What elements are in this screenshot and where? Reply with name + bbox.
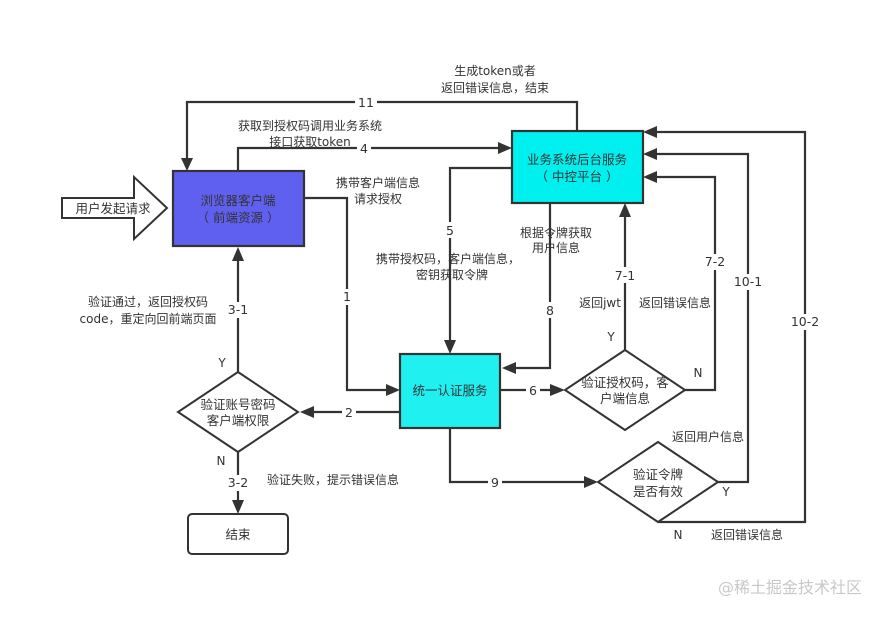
edge-9: 9 xyxy=(448,428,598,490)
edge-1: 1 xyxy=(304,196,400,396)
verify-token-line2: 是否有效 xyxy=(633,484,684,499)
browser-client-node[interactable]: 浏览器客户端 （ 前端资源 ） xyxy=(171,169,306,248)
edge-4-note-line2: 接口获取token xyxy=(269,134,351,149)
edge-3-1-note-line1: 验证通过，返回授权码 xyxy=(88,294,208,309)
verify-code-line1: 验证授权码，客 xyxy=(581,375,669,390)
edge-2-number: 2 xyxy=(345,405,353,420)
edge-11: 11 xyxy=(181,94,579,171)
edge-3-1: 3-1 xyxy=(225,247,251,372)
biz-backend-node[interactable]: 业务系统后台服务 （ 中控平台 ） xyxy=(510,129,645,205)
watermark: @稀土掘金技术社区 xyxy=(718,578,862,597)
verify-code-no-label: N xyxy=(694,366,703,380)
user-request-label: 用户发起请求 xyxy=(75,201,151,216)
edge-10-2-number: 10-2 xyxy=(791,314,819,329)
verify-account-line1: 验证账号密码 xyxy=(200,397,275,412)
auth-service-label: 统一认证服务 xyxy=(412,383,487,398)
verify-token-no-label: N xyxy=(674,528,683,542)
edge-5-note-line2: 密钥获取令牌 xyxy=(416,267,488,282)
edge-10-2: 10-2 xyxy=(643,126,821,524)
edge-5-number: 5 xyxy=(446,223,454,238)
verify-account-no-label: N xyxy=(217,454,226,468)
edge-1-note-line1: 携带客户端信息 xyxy=(336,175,420,190)
edge-5: 5 xyxy=(443,166,512,354)
edge-11-note-line2: 返回错误信息，结束 xyxy=(441,80,549,95)
edge-3-2-note: 验证失败，提示错误信息 xyxy=(267,472,399,487)
verify-account-diamond[interactable]: 验证账号密码 客户端权限 xyxy=(176,370,300,454)
biz-backend-line2: （ 中控平台 ） xyxy=(536,169,619,184)
edge-4-number: 4 xyxy=(360,141,368,156)
edge-8-note-line1: 根据令牌获取 xyxy=(520,225,592,240)
edge-11-note-line1: 生成token或者 xyxy=(454,64,536,78)
edge-8: 8 xyxy=(502,203,557,374)
edge-7-1: 7-1 xyxy=(612,203,638,350)
edge-7-1-number: 7-1 xyxy=(615,268,635,283)
edge-7-2: 7-2 xyxy=(643,171,728,392)
end-node[interactable]: 结束 xyxy=(187,513,289,555)
edge-4-note-line1: 获取到授权码调用业务系统 xyxy=(238,118,382,133)
verify-code-diamond[interactable]: 验证授权码，客 户端信息 xyxy=(563,348,687,432)
edge-8-note-line2: 用户信息 xyxy=(532,240,580,255)
edge-6: 6 xyxy=(500,382,565,398)
verify-token-yes-label: Y xyxy=(721,485,730,499)
edge-10-1-number: 10-1 xyxy=(734,274,762,289)
edge-4: 4 xyxy=(236,140,512,172)
verify-account-yes-label: Y xyxy=(217,356,226,370)
verify-account-line2: 客户端权限 xyxy=(207,413,270,428)
edge-3-2-number: 3-2 xyxy=(228,475,248,490)
edge-5-note-line1: 携带授权码，客户端信息， xyxy=(376,251,520,266)
edge-1-note-line2: 请求授权 xyxy=(354,191,402,206)
edge-3-2: 3-2 xyxy=(225,452,251,514)
edge-10-1-note: 返回用户信息 xyxy=(672,429,744,444)
edge-11-number: 11 xyxy=(358,95,374,110)
end-label: 结束 xyxy=(225,527,251,542)
verify-code-yes-label: Y xyxy=(606,330,615,344)
edge-9-number: 9 xyxy=(491,475,499,490)
edge-7-1-note: 返回jwt xyxy=(579,296,621,310)
biz-backend-line1: 业务系统后台服务 xyxy=(527,152,627,167)
auth-service-node[interactable]: 统一认证服务 xyxy=(398,352,502,430)
edge-2: 2 xyxy=(300,404,400,420)
verify-token-line1: 验证令牌 xyxy=(633,467,683,482)
edge-10-2-note: 返回错误信息 xyxy=(711,527,783,542)
edge-7-2-note: 返回错误信息 xyxy=(639,295,711,310)
browser-client-line2: （ 前端资源 ） xyxy=(197,210,280,225)
edge-3-1-note-line2: code，重定向回前端页面 xyxy=(80,311,217,326)
user-request-arrow-node[interactable]: 用户发起请求 xyxy=(61,174,169,242)
browser-client-line1: 浏览器客户端 xyxy=(200,193,275,208)
edge-8-number: 8 xyxy=(546,303,554,318)
edge-10-1: 10-1 xyxy=(643,148,764,484)
verify-code-line2: 户端信息 xyxy=(600,391,650,406)
verify-token-diamond[interactable]: 验证令牌 是否有效 xyxy=(596,440,720,524)
edge-7-2-number: 7-2 xyxy=(705,254,725,269)
edge-1-number: 1 xyxy=(343,289,351,304)
edge-3-1-number: 3-1 xyxy=(228,302,248,317)
edge-6-number: 6 xyxy=(529,383,537,398)
